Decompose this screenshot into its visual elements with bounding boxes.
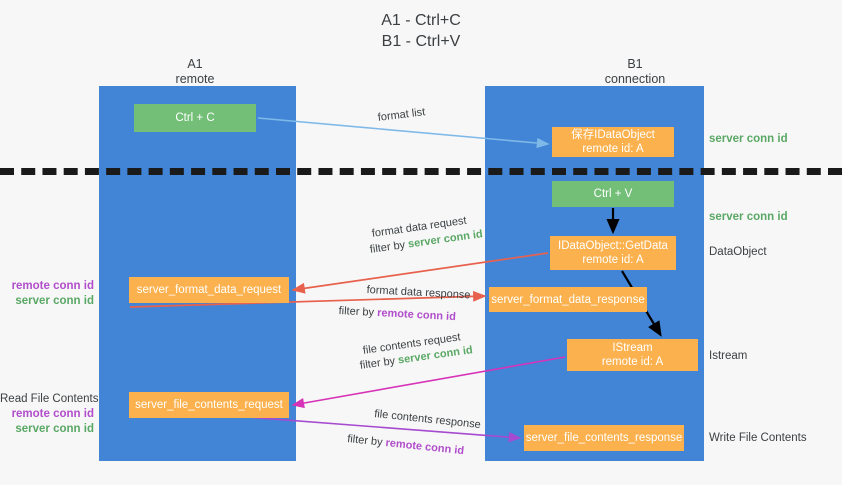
annotation-group-file-contents: Read File Contents remote conn id server… [0,392,99,437]
node-idataobject-getdata[interactable]: IDataObject::GetData remote id: A [550,236,676,270]
column-header-b1-name: B1 [627,57,643,71]
node-server-file-contents-response[interactable]: server_file_contents_response [524,425,684,451]
filter-value-remote-conn-id: remote conn id [384,437,465,458]
node-ctrl-v[interactable]: Ctrl + V [552,181,674,207]
edge-label-format-list-text: format list [377,106,426,124]
node-server-file-contents-request-label: server_file_contents_request [135,399,283,411]
column-header-a1-name: A1 [187,57,203,71]
title-line-2: B1 - Ctrl+V [381,33,461,50]
node-istream-label: IStream [612,342,653,354]
node-save-idataobject-label: 保存IDataObject [571,129,655,141]
edge-label-format-data-response-text: format data response [366,283,471,302]
edge-label-file-contents-response: file contents response [373,407,482,433]
annotation-server-conn-id-2: server conn id [709,211,788,223]
annotation-write-file-contents: Write File Contents [709,432,807,444]
node-ctrl-c-label: Ctrl + C [175,112,215,124]
filter-prefix: filter by [338,304,378,319]
edge-label-format-list: format list [377,105,426,126]
node-server-format-data-request-label: server_format_data_request [136,284,282,296]
edge-label-format-data-response: format data response [366,283,471,303]
filter-prefix: filter by [359,354,399,372]
annotation-group-format-data: remote conn id server conn id [0,279,94,309]
annotation-istream: Istream [709,350,748,362]
edge-label-format-data-response-filter: filter by remote conn id [338,304,456,325]
node-istream[interactable]: IStream remote id: A [567,339,698,371]
column-header-b1: B1 connection [565,57,705,87]
annotation-remote-conn-id: remote conn id [11,280,94,292]
node-server-file-contents-request[interactable]: server_file_contents_request [129,392,289,418]
node-server-format-data-response[interactable]: server_format_data_response [489,287,647,312]
annotation-dataobject: DataObject [709,246,767,258]
node-idataobject-getdata-label: IDataObject::GetData [558,240,668,252]
node-server-format-data-response-label: server_format_data_response [491,293,645,306]
node-server-file-contents-response-label: server_file_contents_response [525,432,683,444]
annotation-server-conn-id: server conn id [15,423,94,435]
boundary-divider [0,168,842,175]
filter-prefix: filter by [346,432,387,449]
node-ctrl-c[interactable]: Ctrl + C [134,104,256,132]
edge-label-file-contents-response-text: file contents response [373,407,482,432]
node-ctrl-v-label: Ctrl + V [593,188,633,200]
title-line-1: A1 - Ctrl+C [381,12,461,29]
annotation-server-conn-id-1: server conn id [709,133,788,145]
column-header-a1-sub: remote [175,72,215,86]
filter-prefix: filter by [369,238,409,256]
page-title: A1 - Ctrl+C B1 - Ctrl+V [0,10,842,52]
node-server-format-data-request[interactable]: server_format_data_request [129,277,289,303]
annotation-read-file-contents: Read File Contents [0,393,99,405]
node-idataobject-getdata-remote-id: remote id: A [582,254,644,266]
edge-label-file-contents-response-filter: filter by remote conn id [346,432,465,459]
node-save-idataobject[interactable]: 保存IDataObject remote id: A [552,127,674,157]
node-istream-remote-id: remote id: A [601,356,664,368]
column-header-a1: A1 remote [125,57,265,87]
node-save-idataobject-remote-id: remote id: A [582,143,644,155]
column-header-b1-sub: connection [604,72,666,86]
filter-value-remote-conn-id: remote conn id [376,307,457,324]
annotation-server-conn-id: server conn id [15,295,94,307]
annotation-remote-conn-id: remote conn id [11,408,94,420]
